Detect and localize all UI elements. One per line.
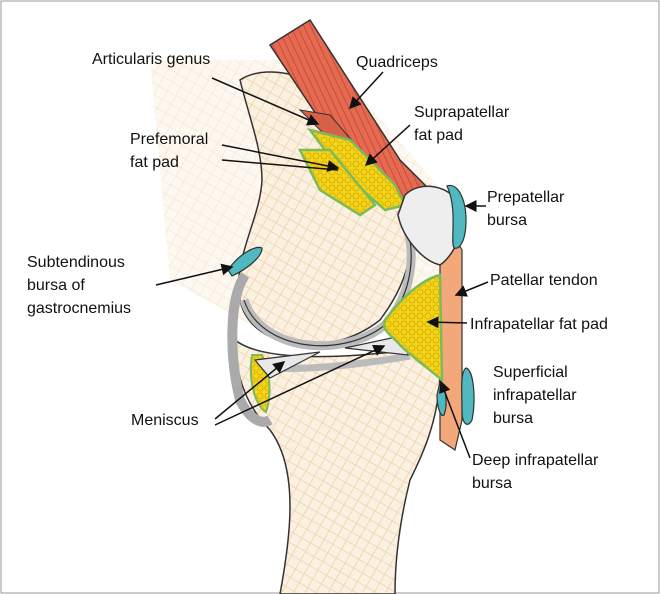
label-prepatellar-line2: bursa [487, 212, 527, 229]
posterior-capsule [227, 272, 273, 427]
label-patellar-tendon: Patellar tendon [490, 272, 598, 289]
infrapatellar-fat-pad-shape [382, 273, 444, 383]
tibia [234, 338, 441, 594]
label-subtendinous-line1: Subtendinous [27, 254, 125, 271]
label-subtendinous-line2: bursa of [27, 277, 85, 294]
label-quadriceps: Quadriceps [356, 54, 438, 71]
subtendinous-bursa-shape [227, 246, 263, 277]
label-deep-line2: bursa [472, 475, 512, 492]
posterior-meniscus [253, 351, 321, 379]
label-prefemoral-line2: fat pad [130, 154, 179, 171]
prefemoral-fat-pad-shape [297, 148, 377, 217]
label-suprapatellar-line2: fat pad [414, 127, 463, 144]
label-superficial-line3: bursa [493, 410, 533, 427]
label-deep-line1: Deep infrapatellar [472, 452, 599, 469]
label-superficial-line2: infrapatellar [493, 387, 577, 404]
leader-lines [155, 71, 489, 459]
label-meniscus: Meniscus [131, 412, 199, 429]
superficial-infrapatellar-bursa-shape [461, 367, 475, 425]
label-articularis-genus: Articularis genus [92, 51, 210, 68]
label-prepatellar-line1: Prepatellar [487, 189, 565, 206]
label-suprapatellar-line1: Suprapatellar [414, 104, 510, 121]
prepatellar-bursa-shape [446, 184, 467, 249]
label-subtendinous-line3: gastrocnemius [27, 300, 131, 317]
label-prefemoral-line1: Prefemoral [130, 131, 208, 148]
label-superficial-line1: Superficial [493, 364, 568, 381]
label-infrapatellar-fat-pad: Infrapatellar fat pad [470, 316, 608, 333]
